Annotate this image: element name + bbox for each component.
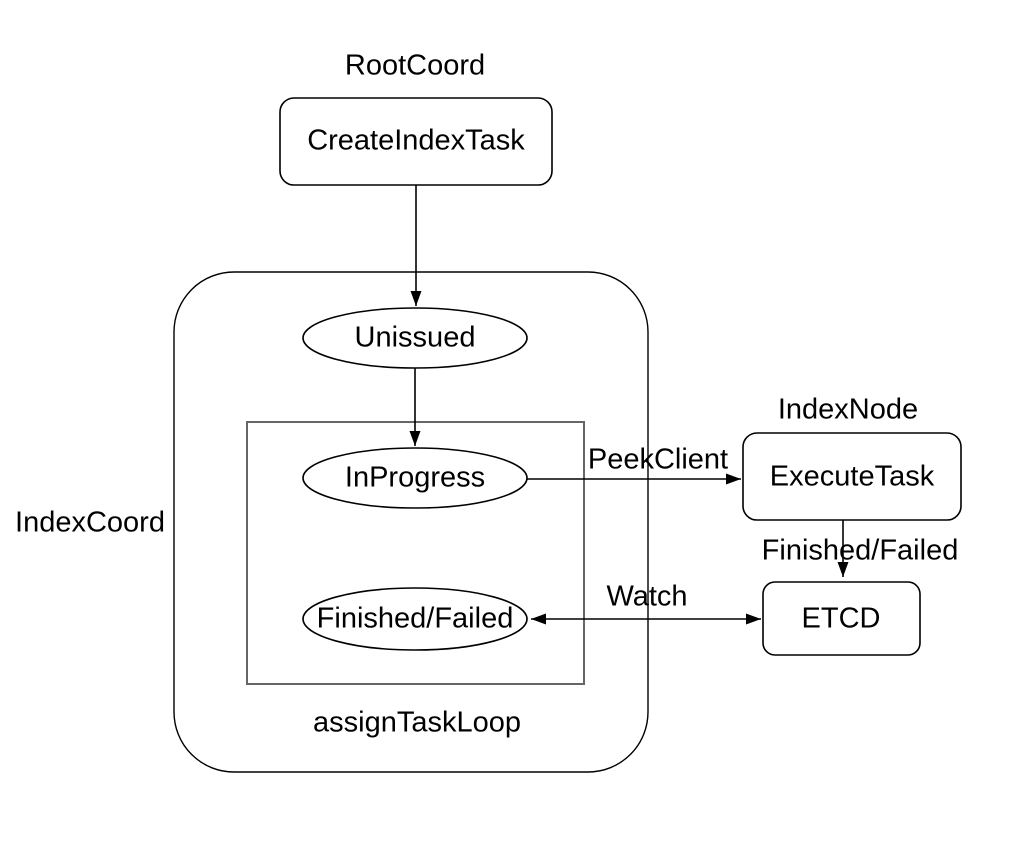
finished-failed-node bbox=[302, 587, 528, 651]
create-index-task-label: CreateIndexTask bbox=[307, 124, 525, 157]
index-coord-label: IndexCoord bbox=[15, 506, 165, 539]
root-coord-label: RootCoord bbox=[344, 49, 486, 82]
in-progress-node bbox=[302, 447, 528, 509]
index-node-label: IndexNode bbox=[777, 393, 919, 426]
in-progress-label: InProgress bbox=[344, 461, 486, 494]
etcd-label: ETCD bbox=[801, 602, 881, 635]
unissued-label: Unissued bbox=[354, 321, 476, 354]
assign-task-loop-label: assignTaskLoop bbox=[313, 706, 521, 739]
unissued-node bbox=[302, 307, 528, 369]
finished-failed-state-label: Finished/Failed bbox=[316, 602, 514, 635]
create-index-task-node bbox=[279, 97, 553, 186]
etcd-node bbox=[762, 581, 921, 656]
execute-task-node bbox=[742, 432, 962, 521]
peek-client-edge-label: PeekClient bbox=[587, 443, 729, 476]
finished-failed-edge-label: Finished/Failed bbox=[761, 534, 959, 567]
watch-edge-label: Watch bbox=[606, 580, 688, 613]
index-coord-container bbox=[173, 271, 649, 773]
execute-task-label: ExecuteTask bbox=[769, 460, 935, 493]
